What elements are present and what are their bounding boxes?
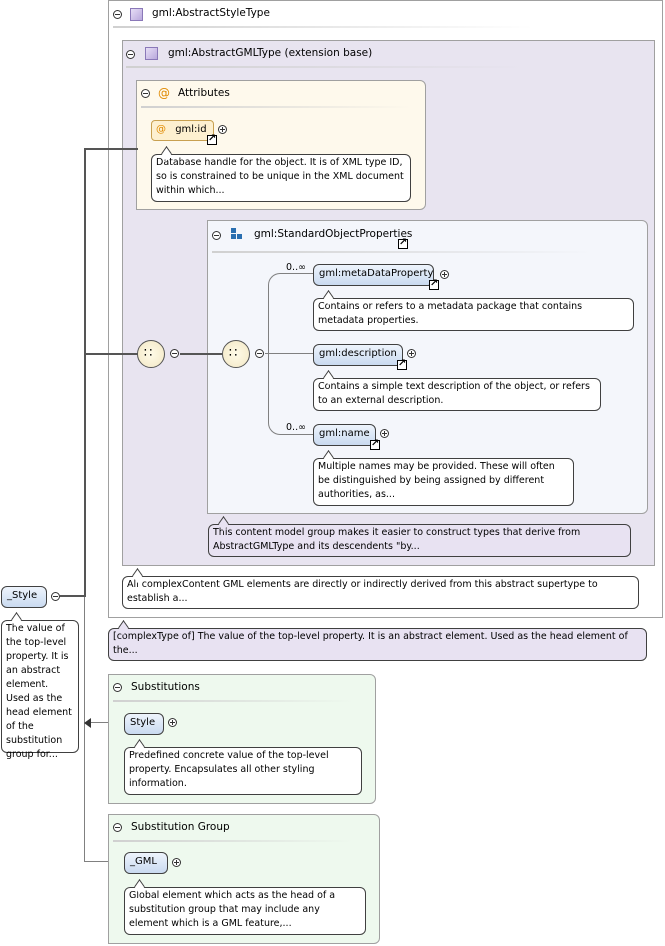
gml-group-element[interactable]: _GML — [124, 852, 168, 874]
collapse-style-type[interactable] — [113, 10, 122, 19]
connector-line — [265, 353, 313, 354]
connector-line — [84, 148, 86, 597]
attributes-title: Attributes — [178, 87, 230, 99]
collapse-standard-properties[interactable] — [212, 231, 221, 240]
gml-type-description: All complexContent GML elements are dire… — [122, 576, 639, 609]
connector-line — [84, 353, 139, 355]
collapse-style[interactable] — [51, 592, 60, 601]
reference-icon[interactable] — [370, 438, 380, 450]
collapse-gml-type[interactable] — [126, 50, 135, 59]
expand-gml-group[interactable] — [172, 858, 181, 867]
style-type-description: [complexType of] The value of the top-le… — [108, 628, 647, 661]
model-group-icon — [231, 228, 243, 240]
header-divider — [212, 251, 592, 253]
cube-icon — [130, 8, 143, 21]
at-sign-icon: @ — [158, 86, 170, 100]
style-element-description: The value of the top-level property. It … — [1, 620, 79, 760]
expand-style-substitution[interactable] — [168, 718, 177, 727]
gml-group-description: Global element which acts as the head of… — [124, 887, 366, 935]
collapse-substitution-group[interactable] — [113, 823, 122, 832]
connector-line — [84, 148, 138, 150]
occurrence-label: 0..∞ — [286, 262, 306, 273]
header-divider — [113, 700, 353, 702]
standard-properties-title: gml:StandardObjectProperties — [254, 228, 413, 240]
reference-icon[interactable] — [398, 237, 408, 249]
style-substitution-element[interactable]: Style — [124, 713, 164, 735]
header-divider — [113, 26, 533, 28]
connector-line — [180, 353, 222, 355]
header-divider — [141, 106, 411, 108]
reference-icon[interactable] — [207, 133, 217, 145]
cube-icon — [145, 47, 158, 60]
group-description: This content model group makes it easier… — [208, 524, 631, 557]
reference-icon[interactable] — [397, 358, 407, 370]
style-element[interactable]: _Style — [1, 586, 47, 608]
gml-id-label: gml:id — [175, 124, 207, 135]
expand-description[interactable] — [407, 349, 416, 358]
header-divider — [113, 840, 353, 842]
connector-line — [60, 595, 85, 597]
at-sign-icon: @ — [156, 124, 166, 135]
connector-line — [84, 597, 85, 861]
collapse-sequence[interactable] — [170, 349, 179, 358]
reference-icon[interactable] — [429, 278, 439, 290]
expand-name[interactable] — [380, 429, 389, 438]
style-type-title: gml:AbstractStyleType — [152, 7, 270, 19]
header-divider — [126, 66, 526, 68]
expand-gml-id[interactable] — [218, 125, 227, 134]
occurrence-label: 0..∞ — [286, 422, 306, 433]
sequence-icon[interactable] — [137, 340, 165, 368]
description-element-description: Contains a simple text description of th… — [313, 378, 601, 411]
name-element-description: Multiple names may be provided. These wi… — [313, 458, 574, 506]
metadata-property-element[interactable]: gml:metaDataProperty — [313, 264, 434, 286]
collapse-sequence[interactable] — [255, 349, 264, 358]
collapse-substitutions[interactable] — [113, 683, 122, 692]
connector-line — [90, 722, 124, 723]
collapse-attributes[interactable] — [141, 89, 150, 98]
connector-line — [84, 861, 124, 862]
gml-type-title: gml:AbstractGMLType (extension base) — [168, 47, 373, 59]
sequence-icon[interactable] — [222, 340, 250, 368]
gml-id-attribute[interactable]: @ gml:id — [151, 120, 214, 141]
expand-metadata-property[interactable] — [440, 270, 449, 279]
name-element[interactable]: gml:name — [313, 424, 376, 446]
substitution-group-title: Substitution Group — [131, 821, 230, 833]
description-element[interactable]: gml:description — [313, 344, 403, 366]
connector-curve — [268, 273, 313, 435]
substitutions-title: Substitutions — [131, 681, 200, 693]
metadata-property-description: Contains or refers to a metadata package… — [313, 298, 634, 331]
style-substitution-description: Predefined concrete value of the top-lev… — [124, 747, 362, 795]
arrow-left-icon — [84, 718, 91, 728]
gml-id-description: Database handle for the object. It is of… — [151, 154, 411, 202]
